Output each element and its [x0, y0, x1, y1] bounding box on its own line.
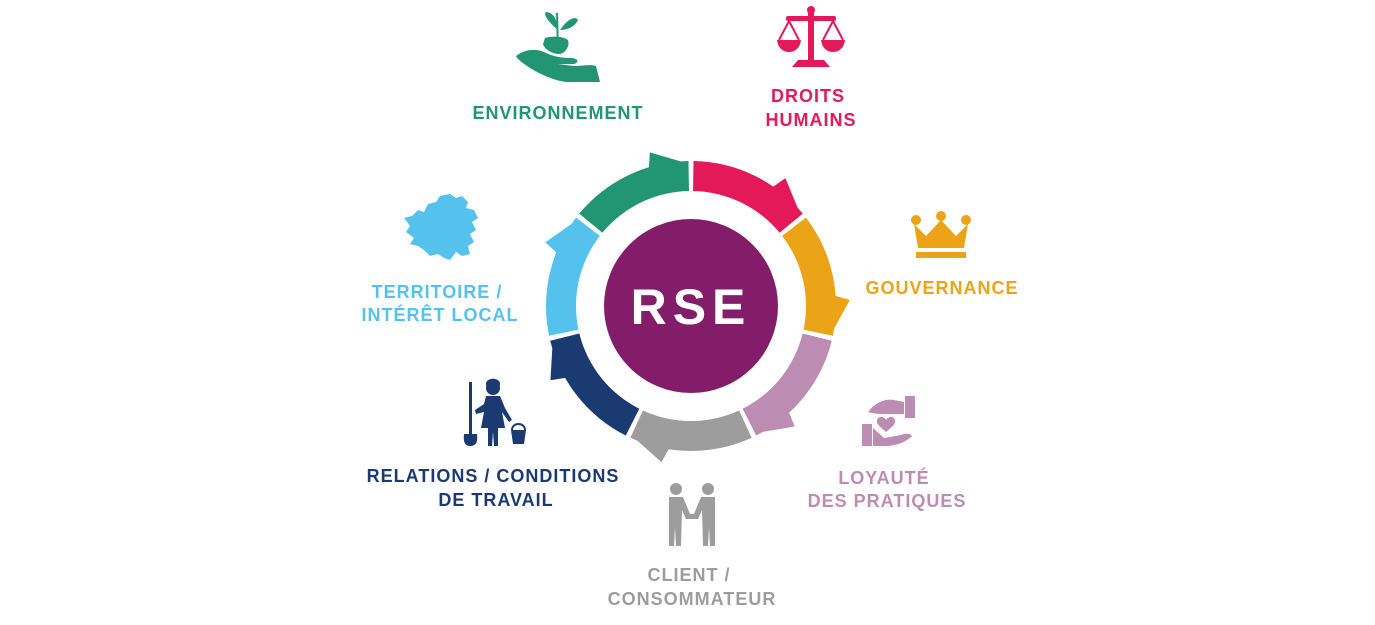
handshake-icon	[669, 483, 715, 546]
ring-arrow-droits-humains	[772, 178, 799, 211]
ring-arrow-loyaute	[760, 411, 795, 433]
label-droits-humains: DROITS HUMAINS	[766, 86, 857, 130]
ring-segment-client	[630, 410, 752, 452]
label-environnement: ENVIRONNEMENT	[472, 103, 643, 123]
ring-segment-gouvernance	[782, 217, 836, 336]
ring-arrow-environnement	[648, 152, 684, 169]
label-client: CLIENT / CONSOMMATEUR	[608, 565, 777, 609]
hands-heart-icon	[862, 396, 915, 446]
ring-arrow-relations	[550, 345, 567, 381]
ring-arrow-territoire	[545, 222, 574, 254]
ring-segment-territoire	[546, 217, 600, 336]
label-relations: RELATIONS / CONDITIONS DE TRAVAIL	[367, 466, 626, 510]
label-territoire: TERRITOIRE / INTÉRÊT LOCAL	[362, 282, 519, 325]
ring-segment-relations	[550, 333, 640, 436]
ring-segment-environnement	[579, 161, 689, 233]
cleaner-icon	[463, 378, 526, 446]
label-gouvernance: GOUVERNANCE	[865, 278, 1018, 298]
ring-segment-droits-humains	[693, 161, 803, 233]
ring-arrow-gouvernance	[832, 295, 850, 331]
crown-icon	[911, 211, 971, 258]
rse-center-label: RSE	[631, 279, 752, 335]
label-loyaute: LOYAUTÉ DES PRATIQUES	[808, 467, 967, 511]
ring-arrow-client	[635, 438, 670, 463]
region-map-icon	[404, 194, 478, 260]
hand-plant-icon	[516, 12, 600, 82]
rse-ring	[545, 152, 850, 463]
rse-center-circle	[604, 219, 778, 393]
scales-icon	[777, 6, 845, 67]
ring-segment-loyaute	[742, 333, 832, 436]
